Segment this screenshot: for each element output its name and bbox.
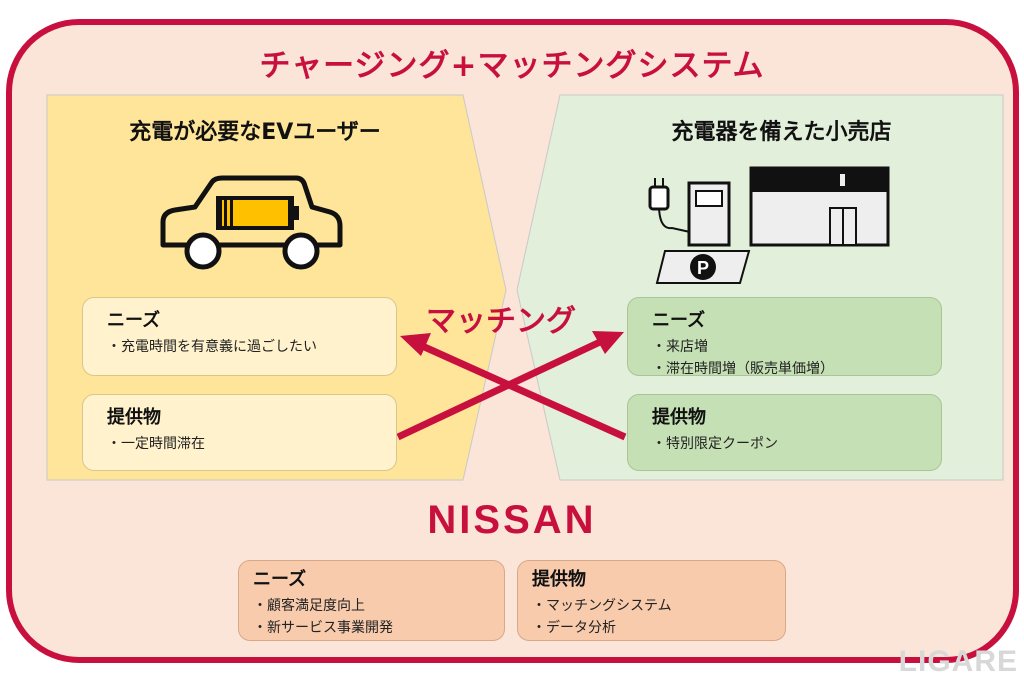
matching-label: マッチング xyxy=(426,304,576,339)
offers-heading: 提供物 xyxy=(107,407,161,428)
left-panel-bg xyxy=(46,94,507,481)
needs-heading: ニーズ xyxy=(107,310,161,331)
nissan-needs-box: ニーズ ・顧客満足度向上 ・新サービス事業開発 xyxy=(238,560,505,641)
offers-item: ・データ分析 xyxy=(532,620,616,636)
nissan-logo: NISSAN xyxy=(427,498,597,542)
arrow-to-shop xyxy=(396,338,602,441)
offers-item: ・マッチングシステム xyxy=(532,598,672,614)
needs-heading: ニーズ xyxy=(652,310,706,331)
needs-item: ・充電時間を有意義に過ごしたい xyxy=(107,339,317,355)
needs-heading: ニーズ xyxy=(253,569,307,590)
right-panel-title: 充電器を備えた小売店 xyxy=(671,120,892,145)
offers-item: ・一定時間滞在 xyxy=(107,436,205,452)
needs-item: ・来店増 xyxy=(652,339,708,355)
offers-item: ・特別限定クーポン xyxy=(652,436,778,452)
diagram-title: チャージング+マッチングシステム xyxy=(259,48,765,84)
ev-user-offers-box: 提供物 ・一定時間滞在 xyxy=(82,394,397,471)
ev-car-icon xyxy=(160,175,343,270)
shop-needs-box: ニーズ ・来店増 ・滞在時間増（販売単価増） xyxy=(627,297,942,377)
needs-item: ・滞在時間増（販売単価増） xyxy=(652,361,834,377)
charger-shop-icon: P xyxy=(648,166,890,284)
left-panel-title: 充電が必要なEVユーザー xyxy=(129,120,381,145)
matching-arrows xyxy=(396,331,627,441)
ev-user-needs-box: ニーズ ・充電時間を有意義に過ごしたい xyxy=(82,297,397,376)
arrow-to-user xyxy=(418,341,627,441)
parking-symbol: P xyxy=(697,258,709,278)
needs-item: ・新サービス事業開発 xyxy=(253,620,393,636)
nissan-offers-box: 提供物 ・マッチングシステム ・データ分析 xyxy=(517,560,786,641)
shop-offers-box: 提供物 ・特別限定クーポン xyxy=(627,394,942,471)
watermark: LIGARE xyxy=(898,645,1018,678)
offers-heading: 提供物 xyxy=(652,407,706,428)
needs-item: ・顧客満足度向上 xyxy=(253,598,365,614)
offers-heading: 提供物 xyxy=(532,569,586,590)
